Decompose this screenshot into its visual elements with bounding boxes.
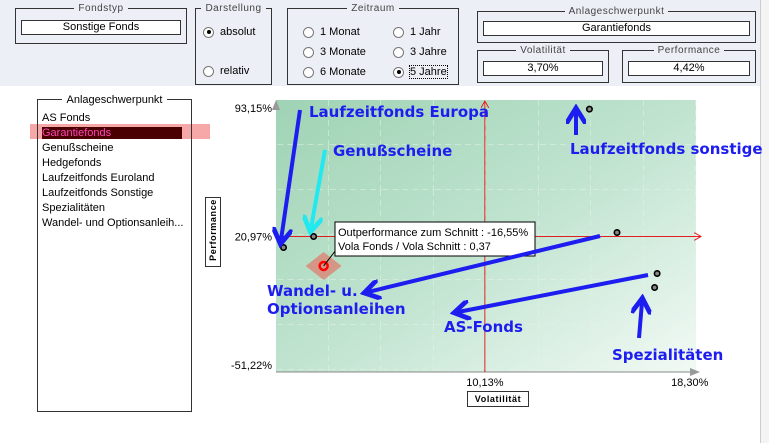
annotation-arrow-genuss bbox=[311, 149, 327, 228]
tooltip-box bbox=[334, 221, 536, 257]
annotation-label: Wandel- u. bbox=[267, 282, 358, 300]
darstellung-legend: Darstellung bbox=[201, 3, 266, 14]
zeitraum-group: Zeitraum 1 Monat 1 Jahr 3 Monate 3 Jahre… bbox=[287, 3, 459, 85]
data-point bbox=[613, 229, 621, 237]
darstellung-group: Darstellung absolut relativ bbox=[195, 3, 272, 85]
radio-circle bbox=[203, 65, 214, 77]
annotation-label: AS-Fonds bbox=[444, 318, 523, 336]
radio-3-jahre[interactable]: 3 Jahre bbox=[393, 46, 447, 58]
list-item[interactable]: Spezialitäten bbox=[42, 202, 105, 214]
zeitraum-legend: Zeitraum bbox=[347, 3, 399, 14]
radio-label: 1 Monat bbox=[320, 26, 360, 38]
radio-circle bbox=[203, 26, 214, 38]
x-axis-arrow bbox=[690, 368, 700, 376]
radio-5-jahre[interactable]: 5 Jahre bbox=[393, 65, 448, 79]
data-point bbox=[585, 105, 593, 113]
data-point bbox=[310, 232, 318, 240]
y-tick-label: -51,22% bbox=[231, 360, 272, 372]
list-item[interactable]: Wandel- und Optionsanleih... bbox=[42, 217, 184, 229]
data-point-selected bbox=[318, 260, 329, 272]
radio-label: 3 Monate bbox=[320, 46, 366, 58]
radio-relativ[interactable]: relativ bbox=[203, 65, 249, 77]
tooltip-line: Vola Fonds / Vola Schnitt : 0,37 bbox=[338, 241, 491, 253]
radio-circle bbox=[303, 66, 314, 78]
anlage-value: Garantiefonds bbox=[483, 21, 750, 36]
annotation-arrow bbox=[639, 302, 642, 339]
tooltip-pointer bbox=[323, 249, 337, 267]
perf-group: Performance 4,42% bbox=[622, 45, 756, 83]
data-point bbox=[653, 269, 661, 277]
scatter-chart: 10,13% 18,30% 93,15% 20,97% -51,22% Outperfor… bbox=[231, 100, 763, 389]
annotation-arrow bbox=[368, 234, 601, 292]
x-tick-label: 10,13% bbox=[466, 377, 504, 389]
list-item[interactable]: AS Fonds bbox=[42, 112, 91, 124]
fondstyp-select[interactable]: Sonstige Fonds bbox=[21, 20, 181, 35]
y-axis-arrow bbox=[272, 100, 280, 110]
radio-circle bbox=[393, 46, 404, 58]
annotation-label: Spezialitäten bbox=[612, 346, 723, 364]
list-item[interactable]: Laufzeitfonds Euroland bbox=[42, 172, 155, 184]
radio-label: relativ bbox=[220, 65, 250, 77]
anlage-list: Anlageschwerpunkt AS Fonds Garantiefonds… bbox=[37, 94, 192, 412]
radio-label: 5 Jahre bbox=[409, 65, 448, 79]
tooltip-line: Outperformance zum Schnitt : -16,55% bbox=[338, 227, 528, 239]
fondstyp-legend: Fondstyp bbox=[74, 3, 128, 14]
annotation-arrow bbox=[458, 273, 649, 312]
radio-label: 1 Jahr bbox=[410, 26, 441, 38]
x-tick-label: 18,30% bbox=[671, 377, 709, 389]
list-item-selected[interactable]: Garantiefonds bbox=[42, 127, 182, 139]
annotation-arrow bbox=[281, 109, 302, 240]
list-item[interactable]: Hedgefonds bbox=[42, 157, 102, 169]
vola-value: 3,70% bbox=[483, 61, 603, 76]
fondstyp-group: Fondstyp Sonstige Fonds bbox=[15, 3, 187, 44]
list-item[interactable]: Laufzeitfonds Sonstige bbox=[42, 187, 154, 199]
selected-marker-diamond bbox=[305, 251, 342, 280]
y-tick-label: 20,97% bbox=[235, 231, 273, 243]
radio-label: 6 Monate bbox=[320, 66, 366, 78]
radio-3-monate[interactable]: 3 Monate bbox=[303, 46, 366, 58]
list-legend: Anlageschwerpunkt bbox=[62, 94, 167, 106]
radio-absolut[interactable]: absolut bbox=[203, 26, 255, 38]
y-axis-label-text: Performance bbox=[208, 199, 218, 261]
y-tick-label: 93,15% bbox=[235, 103, 273, 115]
radio-label: 3 Jahre bbox=[410, 46, 447, 58]
annotation-label: Genußscheine bbox=[333, 142, 452, 160]
data-point bbox=[651, 284, 659, 292]
radio-circle bbox=[303, 46, 314, 58]
y-axis-label: Performance bbox=[205, 197, 221, 267]
vola-legend: Volatilität bbox=[516, 45, 570, 56]
radio-6-monate[interactable]: 6 Monate bbox=[303, 66, 366, 78]
list-item[interactable]: Genußscheine bbox=[42, 142, 114, 154]
radio-label: absolut bbox=[220, 26, 256, 38]
x-axis-label: Volatilität bbox=[467, 391, 529, 407]
perf-legend: Performance bbox=[653, 45, 725, 56]
radio-1-monat[interactable]: 1 Monat bbox=[303, 26, 360, 38]
radio-1-jahr[interactable]: 1 Jahr bbox=[393, 26, 441, 38]
data-point bbox=[280, 243, 288, 251]
vola-group: Volatilität 3,70% bbox=[477, 45, 609, 83]
annotation-label: Laufzeitfonds sonstige bbox=[570, 140, 763, 158]
annotation-label: Laufzeitfonds Europa bbox=[309, 103, 489, 121]
radio-circle bbox=[393, 66, 404, 78]
scrollbar[interactable] bbox=[760, 0, 769, 443]
filter-panel: Fondstyp Sonstige Fonds Darstellung abso… bbox=[0, 0, 760, 86]
anlage-group: Anlageschwerpunkt Garantiefonds bbox=[477, 6, 756, 43]
anlage-legend: Anlageschwerpunkt bbox=[564, 6, 669, 17]
perf-value: 4,42% bbox=[628, 61, 750, 76]
radio-circle bbox=[393, 26, 404, 38]
annotation-label: Optionsanleihen bbox=[267, 300, 406, 318]
radio-circle bbox=[303, 26, 314, 38]
